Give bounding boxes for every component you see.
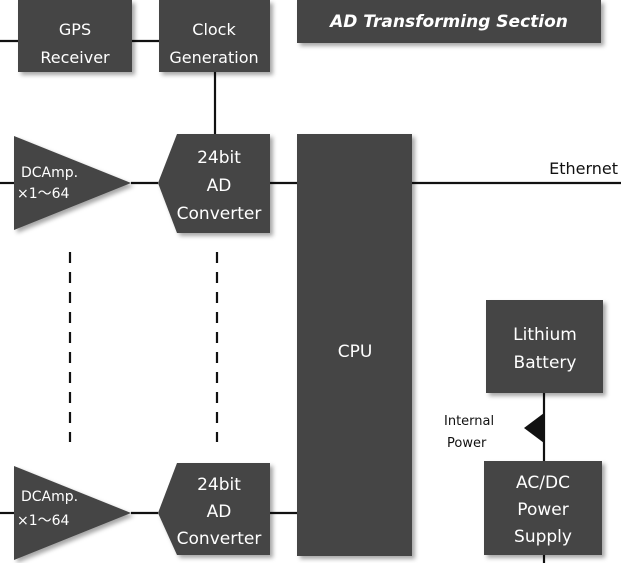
- connection-lines: [0, 39, 621, 563]
- internal-power-label-line-2: Power: [447, 436, 487, 451]
- ethernet-label: Ethernet: [549, 159, 618, 178]
- adc-bottom-label-line-3: Converter: [177, 529, 262, 549]
- cpu-label: CPU: [338, 342, 373, 362]
- amp-top-block: [14, 136, 131, 230]
- lithium-battery-block: [486, 300, 603, 393]
- clock-label-line-2: Generation: [169, 48, 258, 67]
- amp-top-label-line-1: DCAmp.: [21, 165, 78, 181]
- clock-label-line-1: Clock: [192, 20, 236, 39]
- power-label-line-3: Supply: [514, 527, 572, 547]
- amp-bottom-label-line-1: DCAmp.: [21, 489, 78, 505]
- gps-receiver-block: [18, 0, 132, 72]
- adc-bottom-label-line-1: 24bit: [197, 475, 241, 495]
- cpu-block: [297, 134, 412, 556]
- adc-bottom-label-line-2: AD: [207, 502, 232, 522]
- section-title-box: [297, 0, 601, 43]
- amp-bottom-label-line-2: ×1～64: [17, 513, 70, 529]
- clock-generation-block: [159, 0, 270, 72]
- battery-label-line-2: Battery: [514, 353, 577, 373]
- ac-dc-power-supply-block: [484, 461, 602, 555]
- internal-power-arrow-icon: [524, 413, 544, 443]
- amp-top-label-line-2: ×1～64: [17, 186, 70, 202]
- battery-label-line-1: Lithium: [513, 325, 577, 345]
- internal-power-label-line-1: Internal: [444, 414, 494, 429]
- adc-top-label-line-1: 24bit: [197, 148, 241, 168]
- gps-label-line-2: Receiver: [40, 48, 110, 67]
- gps-label-line-1: GPS: [59, 20, 91, 39]
- adc-top-label-line-3: Converter: [177, 204, 262, 224]
- power-label-line-2: Power: [517, 500, 568, 520]
- adc-top-label-line-2: AD: [207, 176, 232, 196]
- adc-top-block: [158, 134, 270, 233]
- amp-bottom-block: [14, 466, 131, 560]
- section-title: AD Transforming Section: [328, 12, 568, 32]
- power-label-line-1: AC/DC: [516, 473, 570, 493]
- blocks: [14, 0, 603, 560]
- adc-bottom-block: [158, 463, 270, 555]
